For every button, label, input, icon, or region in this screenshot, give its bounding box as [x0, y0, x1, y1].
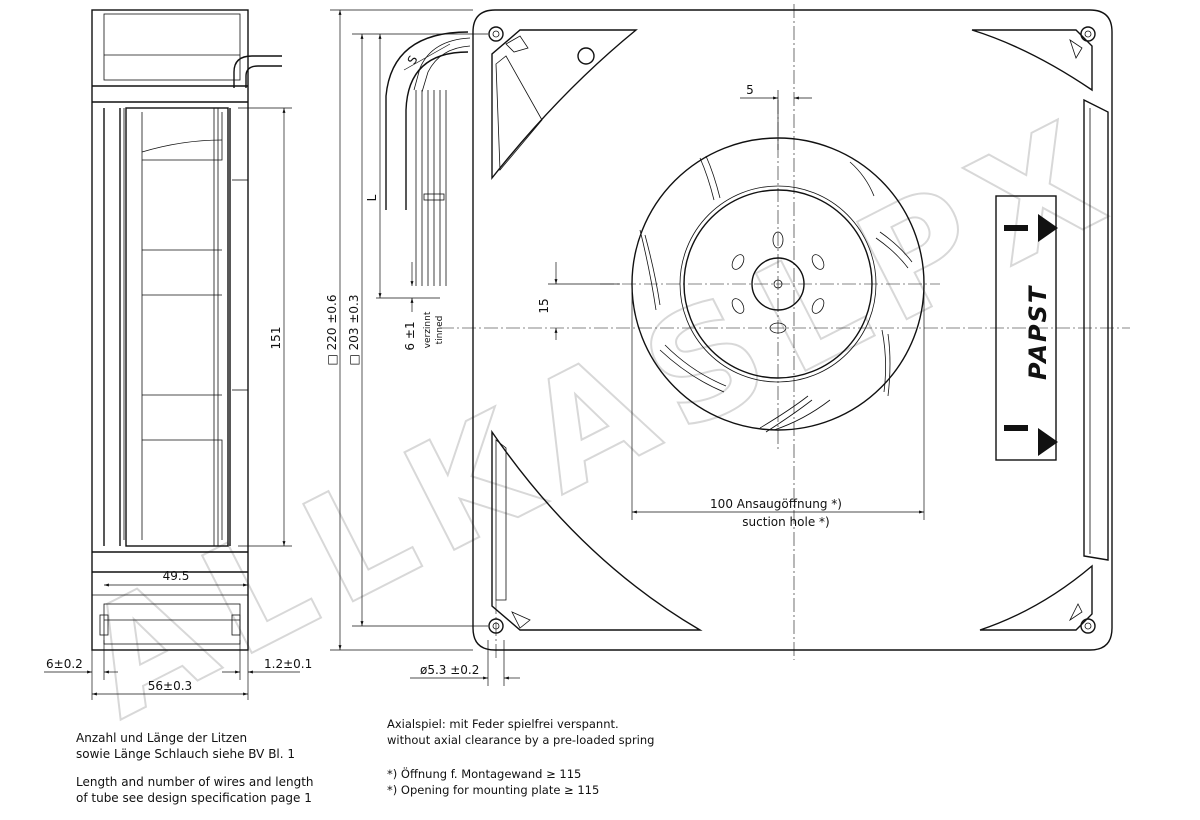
dim-flange-left: 6±0.2 [46, 657, 83, 671]
dim-offset-side: 15 [537, 298, 551, 313]
tinned-de: verzinnt [423, 311, 433, 348]
note-axial-en: without axial clearance by a pre-loaded … [387, 733, 655, 747]
dim-suction-de: 100 Ansaugöffnung *) [710, 497, 842, 511]
dim-hole-diameter: ø5.3 ±0.2 [420, 663, 479, 677]
dim-hole-spacing: □ 203 ±0.3 [347, 294, 361, 365]
dim-depth-inner: 49.5 [163, 569, 190, 583]
side-dimensions: 151 49.5 6±0.2 1.2±0.1 56±0.3 [44, 107, 312, 700]
watermark-text: ALLKASLPX [57, 84, 1144, 752]
dim-tinned-length: 6 ±1 [403, 321, 417, 350]
note-opening-en: *) Opening for mounting plate ≥ 115 [387, 783, 600, 797]
dim-flange-right: 1.2±0.1 [264, 657, 312, 671]
dim-total-height: □ 220 ±0.6 [325, 294, 339, 365]
dim-wire-length: L [365, 194, 379, 201]
dim-tube: S [405, 53, 421, 67]
note-en-1: Length and number of wires and length [76, 775, 314, 789]
dim-suction-en: suction hole *) [742, 515, 829, 529]
brand-logo: PAPST [1024, 285, 1052, 380]
airflow-arrow-icon [1004, 214, 1058, 242]
note-opening-de: *) Öffnung f. Montagewand ≥ 115 [387, 767, 582, 781]
side-view [91, 9, 282, 651]
airflow-arrow-icon [1004, 425, 1058, 456]
dim-side-height: 151 [269, 327, 283, 350]
dim-offset-top: 5 [746, 83, 754, 97]
note-de-1: Anzahl und Länge der Litzen [76, 731, 248, 745]
dim-depth-total: 56±0.3 [148, 679, 192, 693]
note-en-2: of tube see design specification page 1 [76, 791, 312, 805]
note-axial-de: Axialspiel: mit Feder spielfrei verspann… [387, 717, 619, 731]
front-dimensions: □ 220 ±0.6 □ 203 ±0.3 L S 6 ±1 verzinnt … [325, 9, 925, 686]
notes-right: Axialspiel: mit Feder spielfrei verspann… [387, 716, 654, 798]
note-de-2: sowie Länge Schlauch siehe BV Bl. 1 [76, 747, 296, 761]
notes-left: Anzahl und Länge der Litzen sowie Länge … [76, 730, 314, 806]
tinned-en: tinned [435, 316, 445, 345]
